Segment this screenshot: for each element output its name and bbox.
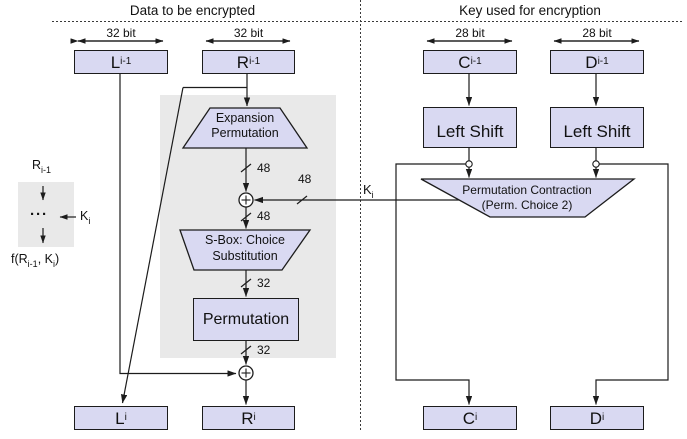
permutation-block: Permutation [193,298,299,341]
register-label: L [110,52,121,72]
label-32-sbox-out: 32 [257,276,271,290]
legend-key-label: Ki [80,210,90,226]
left-shift-label: Left Shift [436,122,504,141]
register-label: C [458,52,471,72]
label-32-perm-out: 32 [257,343,271,357]
legend-output-sub: i [52,259,55,269]
xor-node-feistel [238,365,254,381]
legend-ellipsis: ··· [30,206,48,223]
register-label: C [462,408,476,428]
legend-key-subscript: i [88,216,91,226]
register-subscript: i-1 [470,56,482,67]
register-subscript: i [124,412,127,423]
k-base: K [363,182,372,197]
header-key-section: Key used for encryption [459,3,601,18]
bit-label-c: 28 bit [455,26,485,40]
label-k-input: Ki [363,183,374,200]
bit-label-r: 32 bit [233,26,264,40]
label-48-xor-out: 48 [257,209,271,223]
legend-output-label: f(Ri-1, Ki) [11,253,59,269]
bit-label-l: 32 bit [106,26,136,40]
permutation-label: Permutation [202,310,290,328]
k-subscript: i [371,190,374,200]
register-label: D [585,52,598,72]
legend-input-subscript: i-1 [41,165,52,175]
expansion-permutation-line2: Permutation [211,126,279,140]
legend-output-sub: i-1 [27,259,38,269]
left-shift-c-block: Left Shift [423,107,517,148]
label-48-key-in: 48 [298,172,312,186]
register-subscript: i [475,412,478,423]
sbox-line2: Substitution [212,249,278,263]
perm-contraction-line2: (Perm. Choice 2) [481,198,573,212]
register-subscript: i [602,412,605,423]
left-shift-d-block: Left Shift [550,107,644,148]
label-48-expansion-out: 48 [257,161,271,175]
left-shift-label: Left Shift [563,122,631,141]
register-subscript: i-1 [120,56,132,67]
register-subscript: i-1 [597,56,609,67]
bit-label-d: 28 bit [582,26,612,40]
legend-input-base: R [32,158,42,172]
register-label: R [236,52,250,72]
register-label: R [241,408,254,428]
perm-contraction-line1: Permutation Contraction [462,183,592,197]
sbox-line1: S-Box: Choice [205,233,285,247]
legend-key-base: K [80,209,89,223]
legend-input-label: Ri-1 [32,159,51,175]
register-label: L [115,408,125,428]
branch-node-c [465,160,473,168]
header-data-section: Data to be encrypted [129,3,256,18]
expansion-permutation-line1: Expansion [215,111,275,125]
legend-output-part: ) [54,252,60,266]
legend-output-part: , K [37,252,53,266]
branch-node-d [592,160,600,168]
register-subscript: i [253,412,256,423]
legend-output-part: f(R [11,252,28,266]
register-label: D [589,408,603,428]
register-subscript: i-1 [249,56,261,67]
